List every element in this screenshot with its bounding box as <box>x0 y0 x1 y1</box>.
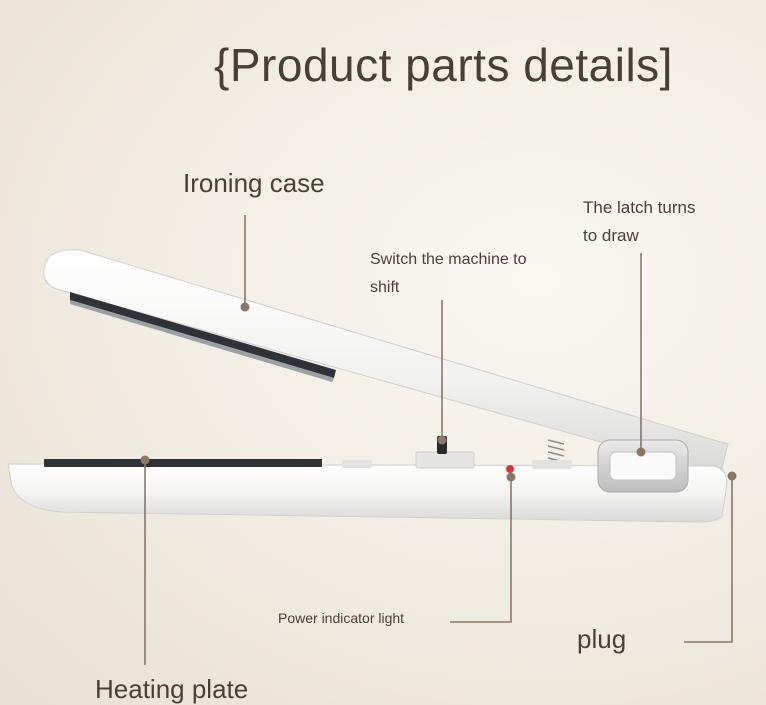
label-switch-line1: Switch the machine to <box>370 251 527 268</box>
power-indicator-leader <box>450 477 512 623</box>
label-plug: plug <box>577 624 627 654</box>
plug-leader <box>684 476 733 643</box>
label-switch-line2: shift <box>370 279 400 296</box>
hinge-spring <box>547 439 565 463</box>
label-latch: The latch turns to draw <box>583 194 695 250</box>
leader-dots <box>140 302 737 482</box>
label-latch-line1: The latch turns <box>583 198 696 217</box>
upper-arm <box>43 249 729 471</box>
label-heating-plate: Heating plate <box>95 674 249 704</box>
power-indicator-dot <box>506 465 514 473</box>
leader-lines <box>144 215 733 665</box>
page-title: {Product parts details] <box>214 39 673 91</box>
heating-plate-strip <box>44 459 322 467</box>
label-latch-line2: to draw <box>583 226 639 245</box>
label-switch: Switch the machine to shift <box>370 246 527 302</box>
lower-base <box>7 436 728 523</box>
label-ironing-case: Ironing case <box>183 168 325 198</box>
label-power-indicator: Power indicator light <box>278 610 405 626</box>
